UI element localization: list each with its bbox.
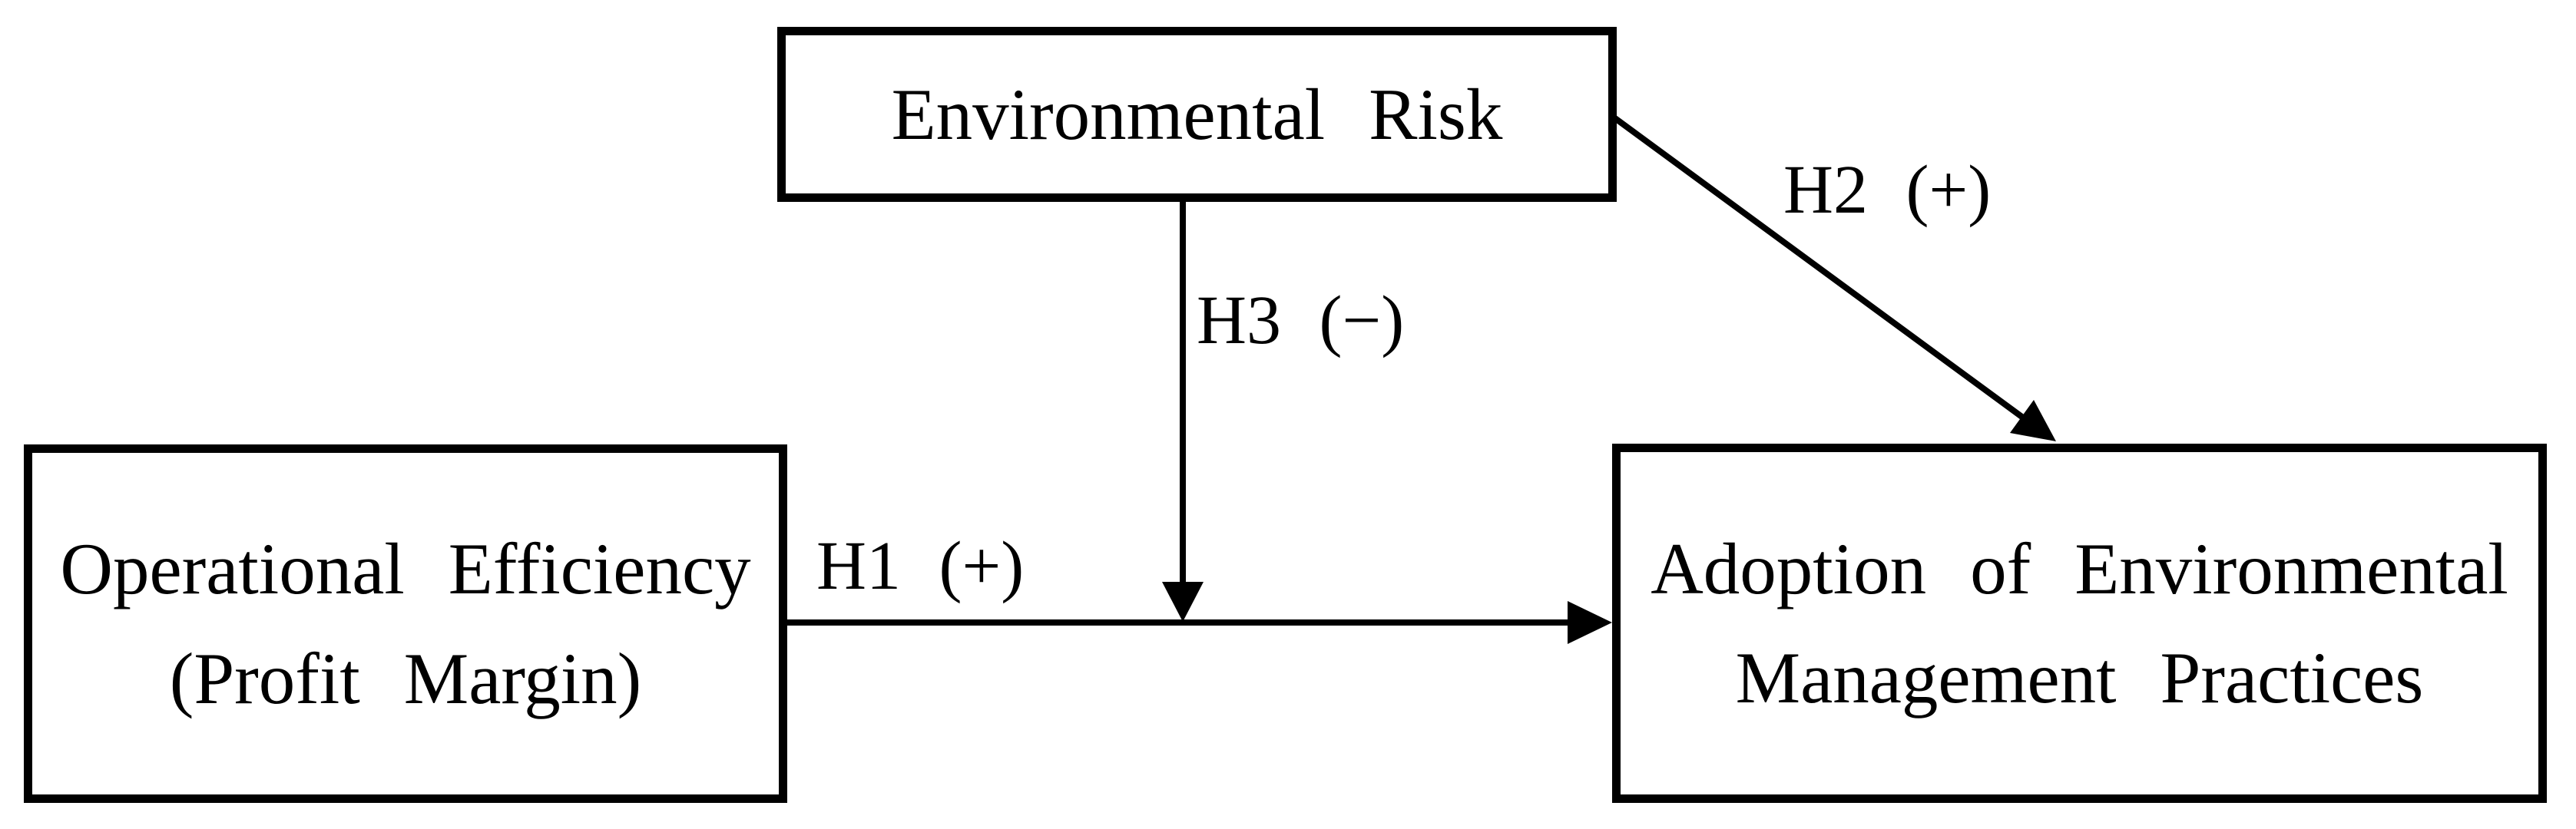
h2-arrowhead [2010, 400, 2056, 441]
h2-label: H2 (+) [1783, 152, 1992, 228]
h3-label: H3 (−) [1197, 282, 1405, 358]
adoption-box: Adoption of Environmental Management Pra… [1612, 444, 2547, 803]
operational-efficiency-label-line1: Operational Efficiency [60, 528, 751, 609]
h1-label: H1 (+) [816, 528, 1025, 604]
h3-arrowhead [1162, 582, 1204, 622]
adoption-label-line1: Adoption of Environmental [1651, 527, 2508, 609]
h2-arrow-line [1611, 114, 2028, 423]
operational-efficiency-box: Operational Efficiency (Profit Margin) [24, 444, 787, 803]
environmental-risk-label: Environmental Risk [891, 73, 1503, 155]
operational-efficiency-label-line2: (Profit Margin) [169, 637, 642, 719]
h1-arrowhead [1568, 601, 1612, 644]
environmental-risk-box: Environmental Risk [777, 27, 1617, 202]
adoption-label-line2: Management Practices [1735, 637, 2424, 718]
